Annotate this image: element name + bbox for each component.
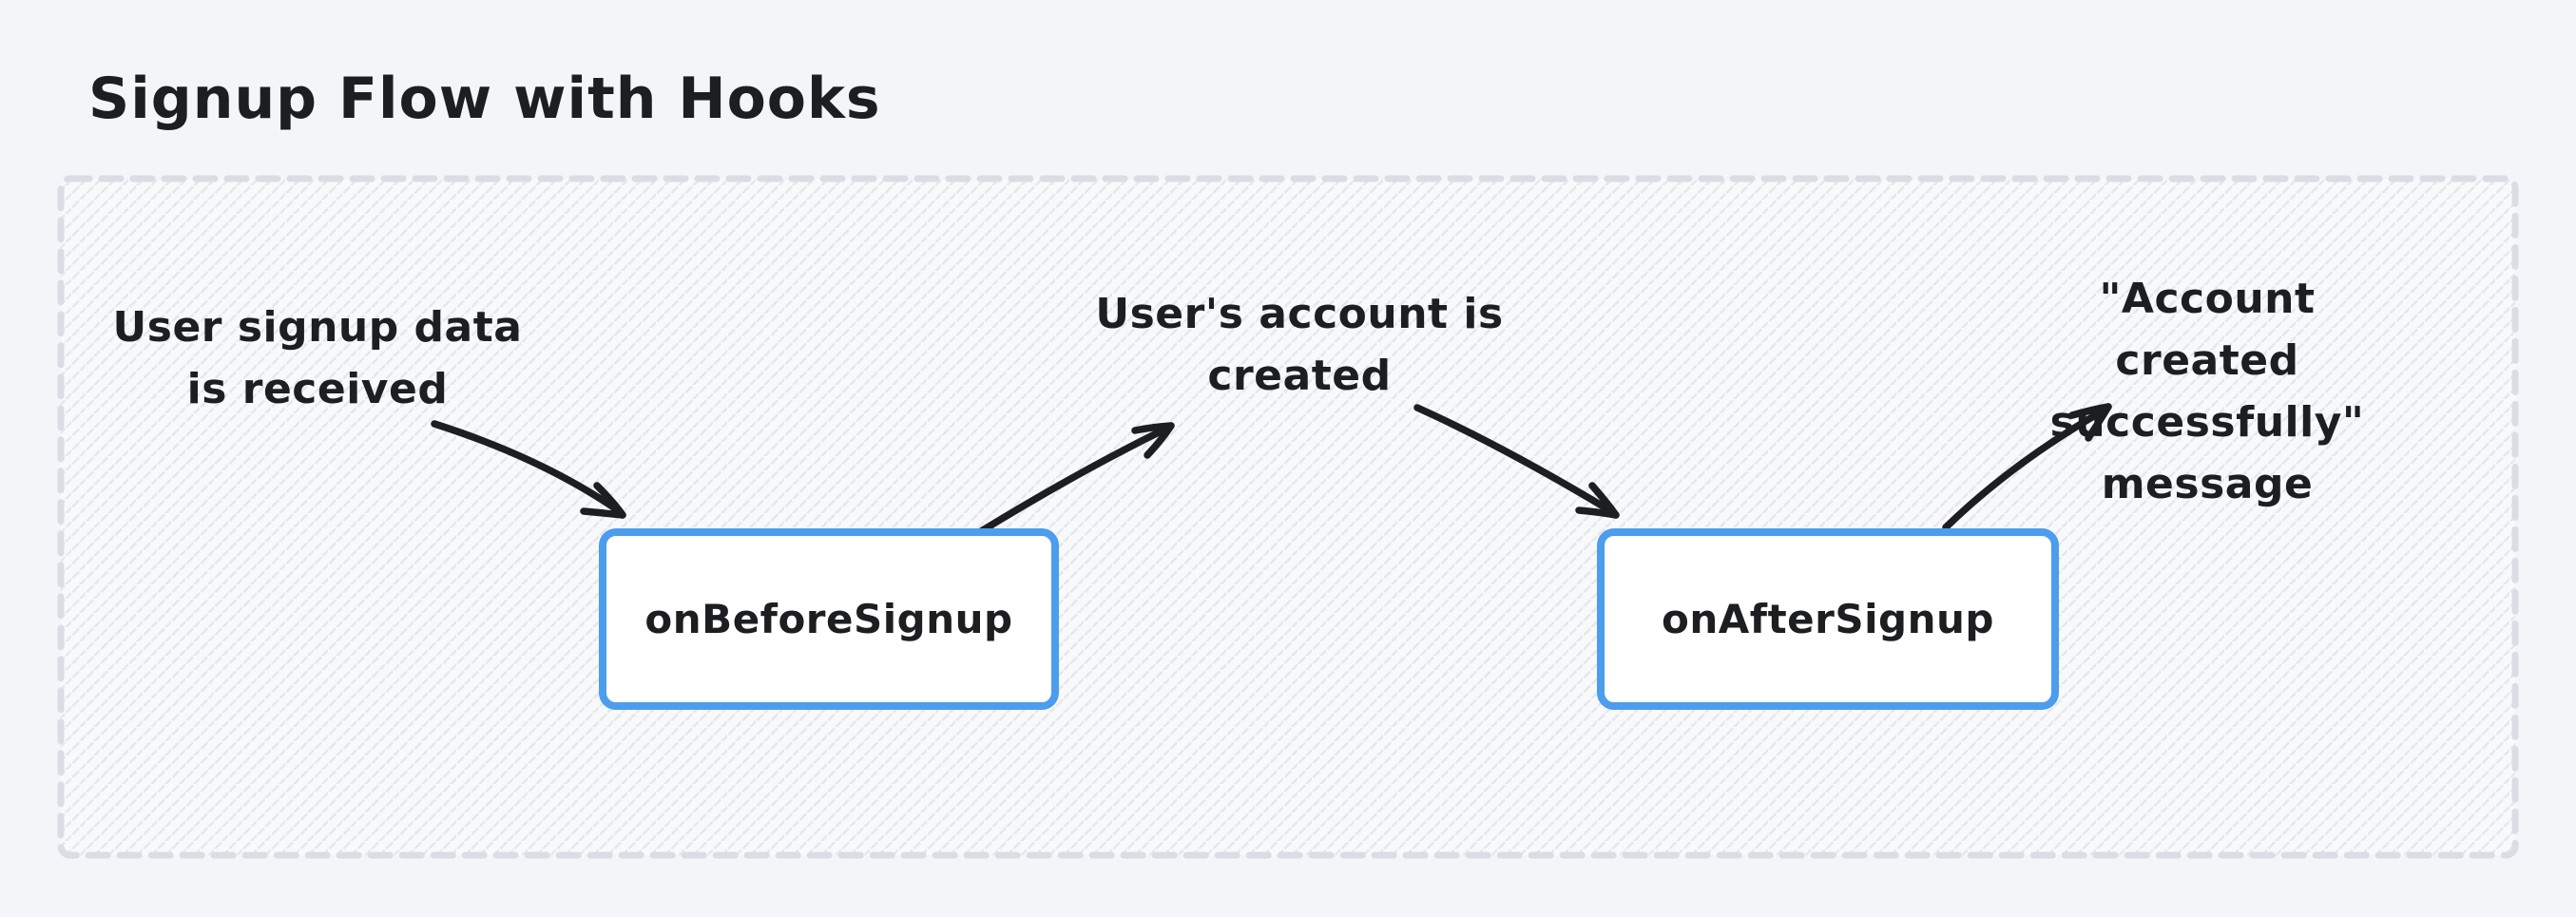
node-onBeforeSignup-label: onBeforeSignup <box>644 596 1013 642</box>
diagram-title: Signup Flow with Hooks <box>88 66 881 132</box>
arrow-onAfterSignup-to-success-message <box>1942 403 2112 531</box>
node-onAfterSignup-label: onAfterSignup <box>1662 596 1994 642</box>
annotation-account-created: User's account is created <box>1095 290 1504 400</box>
arrow-account-created-to-onAfterSignup <box>1413 404 1620 519</box>
node-onAfterSignup: onAfterSignup <box>1597 528 2059 710</box>
annotation-success-message: "Account created successfully" message <box>2049 275 2365 508</box>
node-onBeforeSignup: onBeforeSignup <box>599 528 1059 710</box>
arrow-onBeforeSignup-to-account-created <box>974 422 1175 537</box>
annotation-user-signup-data: User signup data is received <box>112 303 523 413</box>
arrow-signup-data-to-onBeforeSignup <box>431 420 626 519</box>
